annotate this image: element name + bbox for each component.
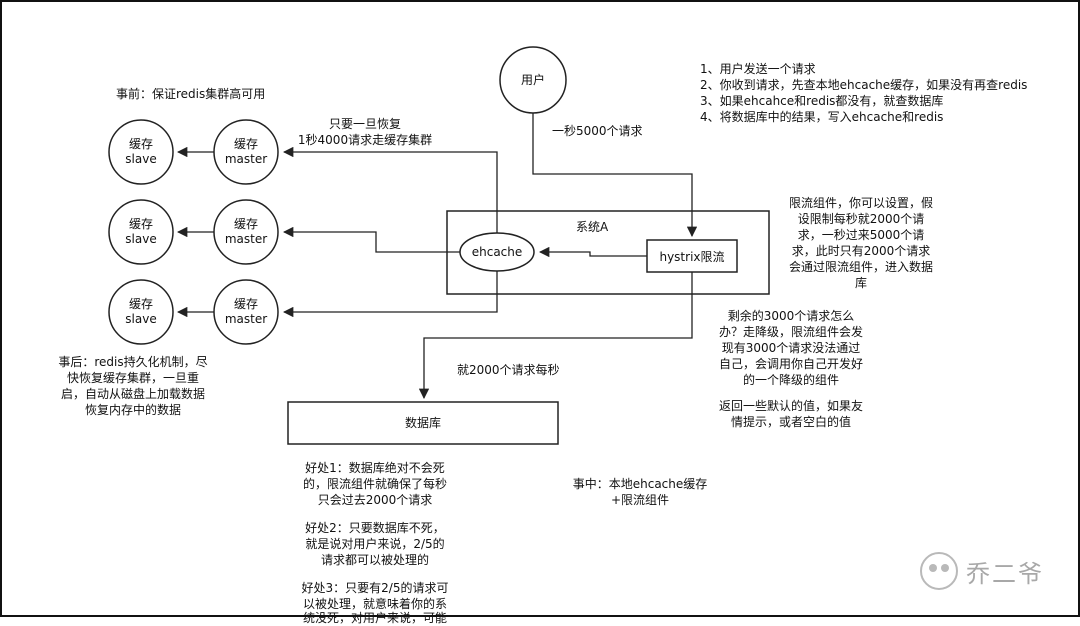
default-note-line1: 返回一些默认的值，如果友 <box>718 399 863 413</box>
frame-top-border <box>0 0 1080 2</box>
benefit-2-line3: 请求都可以被处理的 <box>320 553 429 567</box>
mid-note-line1: 事中：本地ehcache缓存 <box>572 477 708 491</box>
step-2: 2、你收到请求，先查本地ehcache缓存，如果没有再查redis <box>700 78 1028 92</box>
limiter-note-line5: 会通过限流组件，进入数据 <box>788 260 933 274</box>
frame-bottom-border <box>0 615 1080 617</box>
arrow-hystrix-to-database <box>418 272 693 400</box>
user-label: 用户 <box>520 73 545 87</box>
default-note-line2: 情提示，或者空白的值 <box>730 415 851 429</box>
recover-note-line1: 只要一旦恢复 <box>328 117 401 131</box>
downgrade-note-line1: 剩余的3000个请求怎么 <box>727 309 855 323</box>
steps-list: 1、用户发送一个请求 2、你收到请求，先查本地ehcache缓存，如果没有再查r… <box>700 61 1027 125</box>
cache-slave-2 <box>108 199 174 265</box>
benefit-3-line3: 统没死，对用户来说，可能 <box>302 611 447 625</box>
step-4: 4、将数据库中的结果，写入ehcache和redis <box>700 110 944 124</box>
wechat-icon <box>920 552 958 590</box>
cache-master-2-line1: 缓存 <box>233 217 258 231</box>
downgrade-note-line3: 现有3000个请求没法通过 <box>721 341 861 355</box>
limiter-note-line2: 设限制每秒就2000个请 <box>797 212 925 226</box>
benefit-2-line2: 就是说对用户来说，2/5的 <box>305 537 445 551</box>
pre-title: 事前：保证redis集群高可用 <box>116 87 266 101</box>
step-3: 3、如果ehcahce和redis都没有，就查数据库 <box>700 94 944 108</box>
benefit-2-line1: 好处2：只要数据库不死， <box>305 521 445 535</box>
limiter-note: 限流组件，你可以设置，假 设限制每秒就2000个请 求，一秒过来5000个请 求… <box>780 195 942 291</box>
arrow-ehcache-to-master-2 <box>282 226 460 253</box>
cache-master-1-line1: 缓存 <box>233 137 258 151</box>
frame-left-border <box>0 0 2 617</box>
benefit-1: 好处1：数据库绝对不会死 的，限流组件就确保了每秒 只会过去2000个请求 <box>300 460 450 508</box>
benefit-1-line3: 只会过去2000个请求 <box>317 493 433 507</box>
recover-note: 只要一旦恢复 1秒4000请求走缓存集群 <box>280 116 450 148</box>
cache-master-3-line2: master <box>224 312 268 326</box>
default-note: 返回一些默认的值，如果友 情提示，或者空白的值 <box>710 398 872 430</box>
database-label: 数据库 <box>404 416 441 430</box>
flow-2000-label: 就2000个请求每秒 <box>457 363 560 377</box>
post-note-line3: 启，自动从磁盘上加载数据 <box>60 387 205 401</box>
cache-slave-1-line2: slave <box>125 152 157 166</box>
mid-note: 事中：本地ehcache缓存 +限流组件 <box>565 476 715 508</box>
post-note-line2: 快恢复缓存集群，一旦重 <box>66 371 199 385</box>
limiter-note-line4: 求，此时只有2000个请求 <box>791 244 931 258</box>
arrow-ehcache-to-master-3 <box>282 271 498 318</box>
arrow-hystrix-to-ehcache <box>538 246 647 258</box>
cache-slave-2-line2: slave <box>125 232 157 246</box>
mid-note-line2: +限流组件 <box>610 493 670 507</box>
cache-master-1-label: 缓存 master <box>214 137 278 167</box>
downgrade-note-line4: 自己，会调用你自己开发好 <box>718 357 863 371</box>
hystrix-box <box>646 239 738 273</box>
post-note-line4: 恢复内存中的数据 <box>84 403 181 417</box>
benefit-2: 好处2：只要数据库不死， 就是说对用户来说，2/5的 请求都可以被处理的 <box>300 520 450 568</box>
cache-slave-1-label: 缓存 slave <box>109 137 173 167</box>
benefit-3: 好处3：只要有2/5的请求可 以被处理，就意味着你的系 统没死，对用户来说，可能 <box>300 580 450 625</box>
cache-slave-3-line1: 缓存 <box>128 297 153 311</box>
cache-slave-1-line1: 缓存 <box>128 137 153 151</box>
benefit-1-line1: 好处1：数据库绝对不会死 <box>305 461 445 475</box>
downgrade-note-line5: 的一个降级的组件 <box>742 373 839 387</box>
database-box <box>287 401 559 445</box>
cache-master-1-line2: master <box>224 152 268 166</box>
cache-slave-3-line2: slave <box>125 312 157 326</box>
cache-master-2-line2: master <box>224 232 268 246</box>
cache-master-3-label: 缓存 master <box>214 297 278 327</box>
hystrix-label: hystrix限流 <box>659 250 725 264</box>
cache-slave-3-label: 缓存 slave <box>109 297 173 327</box>
watermark: 乔二爷 <box>920 552 1044 590</box>
flow-5000-label: 一秒5000个请求 <box>552 124 643 138</box>
cache-master-3-line1: 缓存 <box>233 297 258 311</box>
arrow-ehcache-to-master-1 <box>282 146 498 233</box>
benefit-3-line2: 以被处理，就意味着你的系 <box>302 597 447 611</box>
limiter-note-line3: 求，一秒过来5000个请 <box>797 228 925 242</box>
limiter-note-line6: 库 <box>854 276 867 290</box>
cache-master-2-label: 缓存 master <box>214 217 278 247</box>
system-a-label: 系统A <box>576 220 609 234</box>
benefit-1-line2: 的，限流组件就确保了每秒 <box>302 477 447 491</box>
frame-right-border <box>1078 0 1080 617</box>
downgrade-note: 剩余的3000个请求怎么 办？走降级，限流组件会发 现有3000个请求没法通过 … <box>710 308 872 388</box>
recover-note-line2: 1秒4000请求走缓存集群 <box>297 133 433 147</box>
post-note-line1: 事后：redis持久化机制，尽 <box>58 355 208 369</box>
step-1: 1、用户发送一个请求 <box>700 62 816 76</box>
downgrade-note-line2: 办？走降级，限流组件会发 <box>718 325 863 339</box>
watermark-text: 乔二爷 <box>966 559 1044 588</box>
ehcache-label: ehcache <box>471 245 523 259</box>
benefit-3-line1: 好处3：只要有2/5的请求可 <box>301 581 449 595</box>
limiter-note-line1: 限流组件，你可以设置，假 <box>788 196 933 210</box>
cache-slave-2-label: 缓存 slave <box>109 217 173 247</box>
cache-slave-3 <box>108 279 174 345</box>
cache-slave-2-line1: 缓存 <box>128 217 153 231</box>
cache-slave-1 <box>108 119 174 185</box>
post-note: 事后：redis持久化机制，尽 快恢复缓存集群，一旦重 启，自动从磁盘上加载数据… <box>28 354 238 418</box>
arrow-user-to-hystrix <box>532 113 698 238</box>
